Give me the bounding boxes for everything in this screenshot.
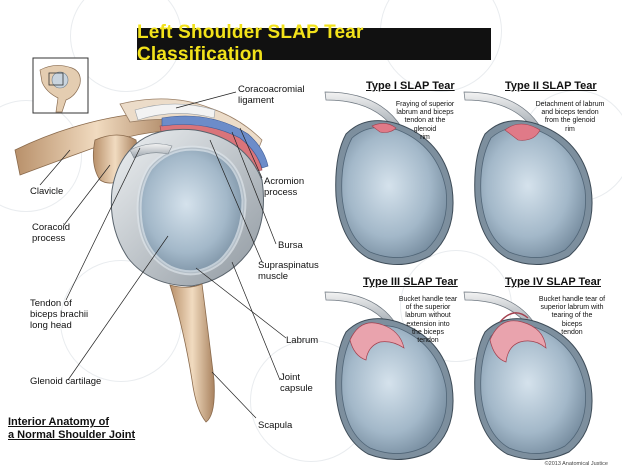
normal-shoulder-joint <box>15 99 268 422</box>
label-supraspinatus-muscle: Supraspinatus muscle <box>258 260 319 282</box>
label-coracoacromial-ligament: Coracoacromial ligament <box>238 84 305 106</box>
label-coracoid-process: Coracoid process <box>32 222 70 244</box>
type-iii-title: Type III SLAP Tear <box>363 276 458 288</box>
label-acromion-process: Acromion process <box>264 176 304 198</box>
label-glenoid-cartilage: Glenoid cartilage <box>30 376 101 387</box>
label-tendon-biceps: Tendon of biceps brachii long head <box>30 298 88 331</box>
label-scapula: Scapula <box>258 420 292 431</box>
inset-thumbnail <box>33 58 88 113</box>
title-banner: Left Shoulder SLAP Tear Classification <box>137 28 491 60</box>
copyright-notice: ©2013 Anatomical Justice <box>545 461 608 467</box>
type-i-desc: Fraying of superior labrum and biceps te… <box>388 101 462 142</box>
label-joint-capsule: Joint capsule <box>280 372 313 394</box>
page-title: Left Shoulder SLAP Tear Classification <box>137 22 491 66</box>
type-iv-title: Type IV SLAP Tear <box>505 276 601 288</box>
label-bursa: Bursa <box>278 240 303 251</box>
type-i-title: Type I SLAP Tear <box>366 80 455 92</box>
section-title: Interior Anatomy of a Normal Shoulder Jo… <box>8 416 135 442</box>
label-labrum: Labrum <box>286 335 318 346</box>
label-clavicle: Clavicle <box>30 186 63 197</box>
type-iii-desc: Bucket handle tear of the superior labru… <box>392 296 464 345</box>
type-iv-desc: Bucket handle tear of superior labrum wi… <box>530 296 614 337</box>
type-ii-desc: Detachment of labrum and biceps tendon f… <box>528 101 612 134</box>
scapula-bone <box>170 284 214 422</box>
type-ii-title: Type II SLAP Tear <box>505 80 597 92</box>
